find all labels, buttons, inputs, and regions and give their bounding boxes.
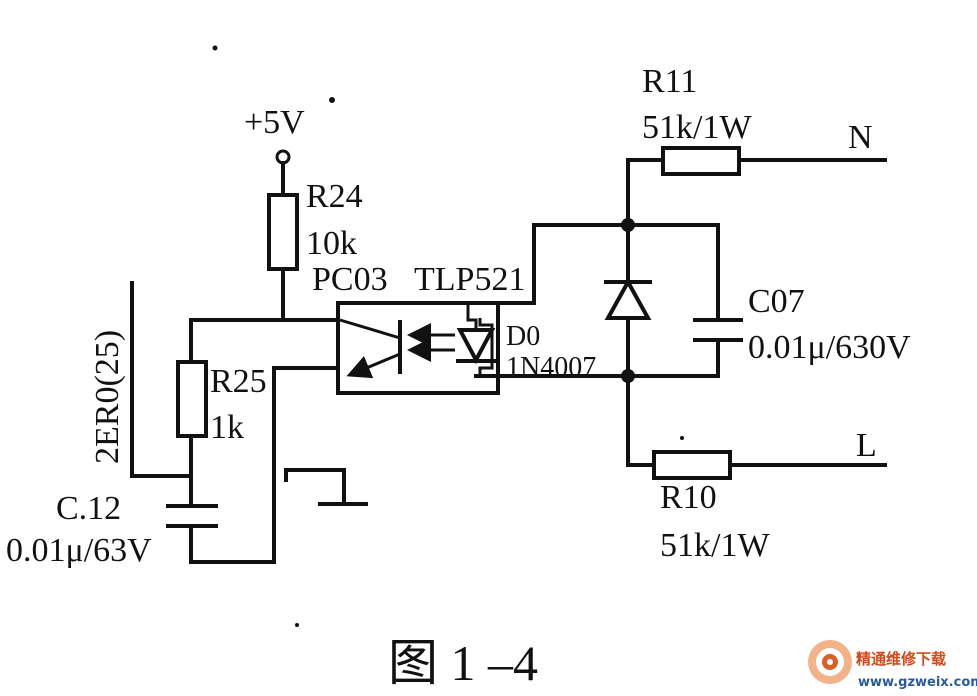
label-line: L bbox=[856, 427, 877, 464]
label-r11-value: 51k/1W bbox=[642, 109, 752, 146]
label-r10-value: 51k/1W bbox=[660, 527, 770, 564]
label-c12-value: 0.01μ/63V bbox=[6, 532, 152, 569]
capacitor-c07 bbox=[693, 318, 743, 342]
resistor-r25 bbox=[176, 360, 208, 438]
label-c07-name: C07 bbox=[748, 283, 805, 320]
label-r11-name: R11 bbox=[642, 63, 697, 100]
resistor-r10 bbox=[652, 450, 732, 480]
label-r25-value: 1k bbox=[210, 409, 244, 446]
label-signal: 2ER0(25) bbox=[89, 330, 126, 464]
optocoupler-pc03 bbox=[336, 301, 500, 395]
label-optocoupler-part: TLP521 bbox=[414, 261, 525, 298]
label-r24-name: R24 bbox=[306, 178, 363, 215]
label-d0-name: D0 bbox=[506, 321, 540, 352]
label-r10-name: R10 bbox=[660, 479, 717, 516]
label-optocoupler-name: PC03 bbox=[312, 261, 388, 298]
resistor-r11 bbox=[661, 146, 741, 176]
label-r25-name: R25 bbox=[210, 363, 267, 400]
label-c07-value: 0.01μ/630V bbox=[748, 329, 911, 366]
resistor-r24 bbox=[267, 193, 299, 271]
watermark-logo bbox=[808, 640, 852, 684]
figure-caption: 图 1 –4 bbox=[388, 635, 538, 691]
label-d0-part: 1N4007 bbox=[506, 352, 596, 383]
label-supply: +5V bbox=[244, 104, 305, 141]
label-neutral: N bbox=[848, 119, 873, 156]
label-r24-value: 10k bbox=[306, 225, 357, 262]
diode-d0 bbox=[604, 277, 652, 320]
watermark-url: www.gzweix.com bbox=[858, 675, 977, 690]
supply-terminal bbox=[275, 149, 291, 197]
capacitor-c12 bbox=[166, 504, 218, 528]
watermark-name: 精通维修下载 bbox=[856, 650, 946, 668]
ground-symbol bbox=[284, 468, 368, 506]
label-c12-name: C.12 bbox=[56, 490, 121, 527]
